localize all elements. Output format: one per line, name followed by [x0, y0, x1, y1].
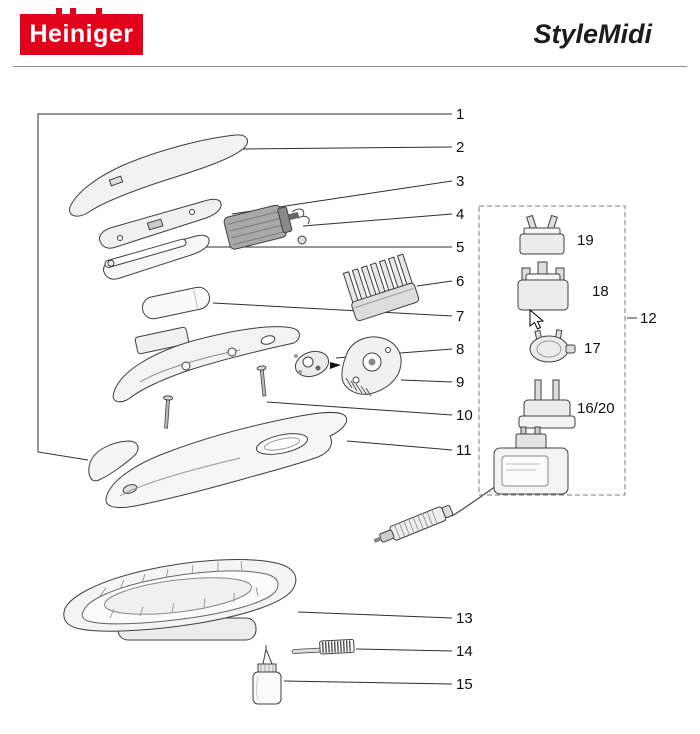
- part-label-5: 5: [456, 239, 464, 256]
- part-oil-bottle: [252, 645, 282, 705]
- part-label-19: 19: [577, 232, 594, 249]
- part-label-10: 10: [456, 407, 473, 424]
- part-plug-19: [519, 214, 565, 255]
- part-charging-base: [63, 559, 297, 641]
- logo-tick-icon: [56, 8, 62, 15]
- part-labels: 1 2 3 4 5 6 7 8 9 10 11 12 13 14 15 19 1…: [456, 106, 657, 693]
- part-label-11: 11: [456, 442, 472, 459]
- part-inner-pad: [134, 326, 190, 355]
- part-cam-assembly: [294, 350, 341, 378]
- part-top-cover: [69, 134, 248, 217]
- header-divider: [13, 66, 687, 67]
- part-lower-housing: [105, 411, 348, 508]
- leader-lines: [37, 113, 637, 685]
- adapter-group-box: [478, 205, 626, 496]
- part-label-1: 1: [456, 106, 464, 123]
- part-motor-wires: [291, 208, 310, 245]
- part-label-6: 6: [456, 273, 464, 290]
- logo-tick-icon: [70, 8, 76, 15]
- part-bottom-wedge: [88, 440, 139, 482]
- heiniger-logo: Heiniger: [20, 14, 143, 55]
- part-label-16-20: 16/20: [577, 400, 615, 417]
- part-battery-tube: [142, 286, 210, 320]
- part-label-4: 4: [456, 206, 464, 223]
- product-title: StyleMidi: [533, 19, 652, 49]
- page-header: Heiniger StyleMidi: [0, 0, 700, 68]
- part-cord-plug: [373, 485, 497, 543]
- part-chassis-frame: [99, 198, 222, 249]
- logo-tick-icon: [96, 8, 102, 15]
- part-plug-17: [529, 329, 576, 363]
- mouse-cursor-icon: [529, 308, 545, 330]
- part-label-17: 17: [584, 340, 601, 357]
- part-label-7: 7: [456, 308, 464, 325]
- part-label-3: 3: [456, 173, 464, 190]
- direction-arrow-icon: [330, 362, 341, 369]
- part-plug-16-20: [518, 379, 576, 429]
- heiniger-logo-text: Heiniger: [29, 20, 134, 48]
- part-label-12: 12: [640, 310, 657, 327]
- part-label-8: 8: [456, 341, 464, 358]
- part-mid-housing: [112, 326, 300, 403]
- part-drive-lever: [104, 238, 187, 268]
- part-blade-set: [341, 336, 402, 397]
- part-label-2: 2: [456, 139, 464, 156]
- part-screws: [163, 365, 267, 429]
- part-plug-18: [517, 261, 569, 311]
- part-label-14: 14: [456, 643, 473, 660]
- part-cleaning-brush: [291, 638, 355, 655]
- part-power-adapter: [493, 426, 569, 495]
- part-label-15: 15: [456, 676, 473, 693]
- part-label-13: 13: [456, 610, 473, 627]
- part-motor: [223, 204, 300, 250]
- part-attachment-comb: [342, 253, 420, 322]
- part-label-9: 9: [456, 374, 464, 391]
- part-label-18: 18: [592, 283, 609, 300]
